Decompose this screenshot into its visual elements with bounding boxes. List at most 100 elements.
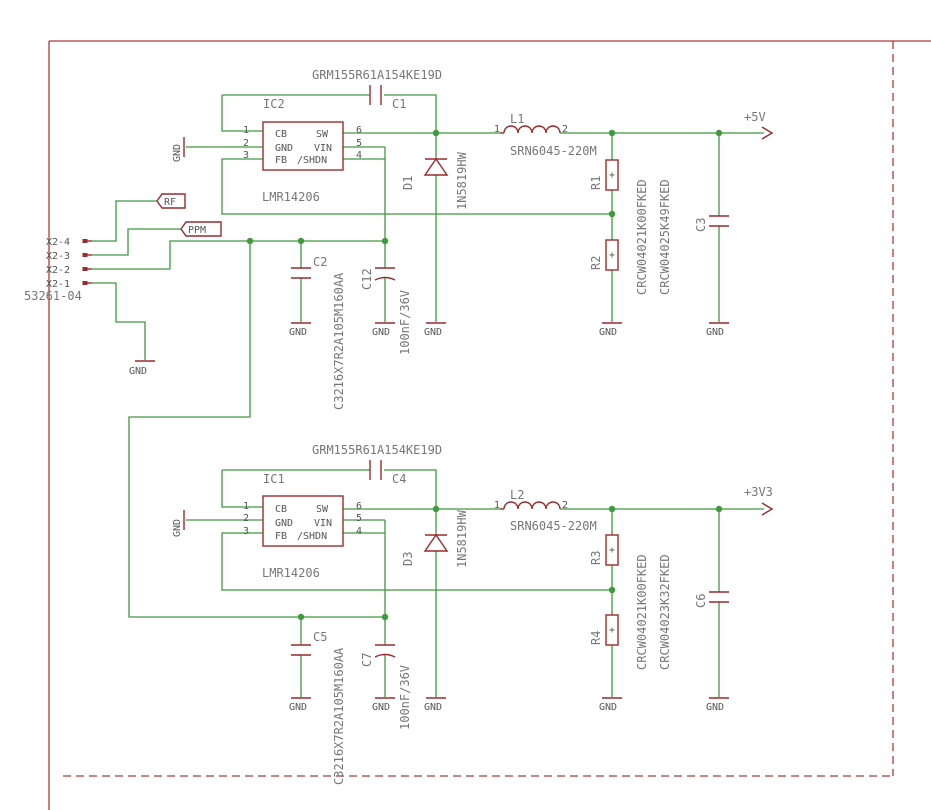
svg-text:6: 6	[356, 125, 362, 136]
gnd-symbol: GND	[172, 137, 185, 162]
svg-text:1: 1	[243, 125, 249, 136]
svg-text:CB: CB	[275, 129, 287, 140]
connector-wires	[92, 200, 304, 618]
svg-text:C1: C1	[392, 97, 406, 111]
supply-symbol: +5V	[744, 110, 774, 140]
connector-pin-label: X2-1	[46, 279, 70, 290]
svg-text:2: 2	[243, 138, 249, 149]
schottky-diode: D3 1N5819HW	[401, 509, 469, 568]
connector-x2: X2-4 X2-3 X2-2 X2-1 53261-04	[24, 237, 92, 303]
svg-text:GND: GND	[372, 327, 390, 338]
svg-text:+: +	[609, 170, 615, 181]
svg-text:C2: C2	[313, 255, 327, 269]
capacitor-boot: C4 GRM155R61A154KE19D	[312, 443, 442, 486]
svg-text:C3: C3	[694, 218, 708, 232]
svg-text:C6: C6	[694, 594, 708, 608]
svg-text:5: 5	[356, 138, 362, 149]
capacitor-boot: C1 GRM155R61A154KE19D	[312, 68, 442, 111]
regulator-5v: CB GND FB SW VIN /SHDN 1 2 3 6 5 4 IC2 L…	[172, 68, 774, 410]
svg-text:3: 3	[243, 526, 249, 537]
svg-text:GND: GND	[599, 327, 617, 338]
svg-text:CRCW04021K00FKED: CRCW04021K00FKED	[635, 179, 649, 295]
svg-text:100nF/36V: 100nF/36V	[398, 290, 412, 355]
resistor: + R3 CRCW04021K00FKED	[589, 534, 649, 670]
capacitor: C5 C3216X7R2A105M160AA	[291, 630, 346, 785]
svg-text:SRN6045-220M: SRN6045-220M	[510, 144, 597, 158]
svg-text:GND: GND	[172, 519, 183, 537]
svg-text:2: 2	[562, 124, 568, 135]
svg-text:1: 1	[494, 500, 500, 511]
svg-text:FB: FB	[275, 531, 287, 542]
inductor: 1 2 L1 SRN6045-220M	[494, 112, 597, 158]
svg-text:R3: R3	[589, 551, 603, 565]
svg-text:C3216X7R2A105M160AA: C3216X7R2A105M160AA	[332, 272, 346, 410]
svg-text:C4: C4	[392, 472, 406, 486]
svg-text:D3: D3	[401, 552, 415, 566]
capacitor: C7 100nF/36V	[360, 644, 412, 730]
svg-text:GND: GND	[289, 702, 307, 713]
svg-text:+3V3: +3V3	[744, 485, 773, 499]
sheet-frame	[48, 40, 931, 810]
svg-text:GRM155R61A154KE19D: GRM155R61A154KE19D	[312, 68, 442, 82]
gnd-symbols: GND GND GND GND GND	[289, 697, 729, 713]
svg-text:/SHDN: /SHDN	[297, 155, 327, 166]
svg-text:+: +	[609, 625, 615, 636]
ic-lmr14206: CB GND FB SW VIN /SHDN 1 2 3 6 5 4 IC1 L…	[243, 472, 362, 580]
svg-text:2: 2	[243, 513, 249, 524]
svg-text:R2: R2	[589, 256, 603, 270]
svg-text:1: 1	[243, 501, 249, 512]
svg-text:1N5819HW: 1N5819HW	[455, 151, 469, 210]
svg-text:C7: C7	[360, 653, 374, 667]
ic-lmr14206: CB GND FB SW VIN /SHDN 1 2 3 6 5 4 IC2 L…	[243, 97, 362, 204]
svg-text:C12: C12	[360, 268, 374, 290]
svg-text:+: +	[609, 545, 615, 556]
capacitor: C12 100nF/36V	[360, 267, 412, 355]
net-label-rf: RF	[156, 193, 186, 209]
svg-text:SRN6045-220M: SRN6045-220M	[510, 519, 597, 533]
svg-text:PPM: PPM	[188, 225, 206, 236]
svg-text:GRM155R61A154KE19D: GRM155R61A154KE19D	[312, 443, 442, 457]
ic-value: LMR14206	[262, 566, 320, 580]
svg-text:100nF/36V: 100nF/36V	[398, 665, 412, 730]
svg-text:GND: GND	[424, 702, 442, 713]
svg-text:5: 5	[356, 513, 362, 524]
resistor: + R2 CRCW04025K49FKED	[589, 179, 672, 295]
net-label-ppm: PPM	[180, 221, 222, 237]
svg-text:1: 1	[494, 124, 500, 135]
capacitor: C2 C3216X7R2A105M160AA	[291, 255, 346, 410]
svg-text:3: 3	[243, 150, 249, 161]
svg-text:GND: GND	[275, 518, 293, 529]
svg-text:C3216X7R2A105M160AA: C3216X7R2A105M160AA	[332, 647, 346, 785]
svg-text:RF: RF	[164, 197, 176, 208]
connector-pin-label: X2-4	[46, 237, 70, 248]
connector-pin-label: X2-3	[46, 251, 70, 262]
svg-text:GND: GND	[275, 143, 293, 154]
svg-text:D1: D1	[401, 176, 415, 190]
connector-name: 53261-04	[24, 289, 82, 303]
svg-text:4: 4	[356, 150, 362, 161]
ic-value: LMR14206	[262, 190, 320, 204]
svg-text:R1: R1	[589, 176, 603, 190]
gnd-symbol: GND	[172, 510, 185, 537]
svg-text:GND: GND	[289, 327, 307, 338]
svg-text:L1: L1	[510, 112, 524, 126]
schottky-diode: D1 1N5819HW	[401, 151, 469, 210]
svg-text:GND: GND	[372, 702, 390, 713]
ic-name: IC1	[263, 472, 285, 486]
svg-text:+: +	[609, 250, 615, 261]
svg-text:R4: R4	[589, 631, 603, 645]
supply-symbol: +3V3	[744, 485, 774, 516]
svg-text:CRCW04025K49FKED: CRCW04025K49FKED	[658, 179, 672, 295]
svg-text:SW: SW	[316, 129, 329, 140]
inductor: 1 2 L2 SRN6045-220M	[494, 488, 597, 533]
svg-text:CB: CB	[275, 504, 287, 515]
svg-text:L2: L2	[510, 488, 524, 502]
svg-text:4: 4	[356, 526, 362, 537]
svg-text:GND: GND	[599, 702, 617, 713]
capacitor: C3	[694, 215, 729, 232]
svg-text:6: 6	[356, 501, 362, 512]
regulator-3v3: CB GND FB SW VIN /SHDN 1 2 3 6 5 4 IC1 L…	[172, 443, 774, 785]
gnd-symbols: GND GND GND GND GND	[289, 322, 729, 338]
resistor: + R4 CRCW04023K32FKED	[589, 554, 672, 670]
